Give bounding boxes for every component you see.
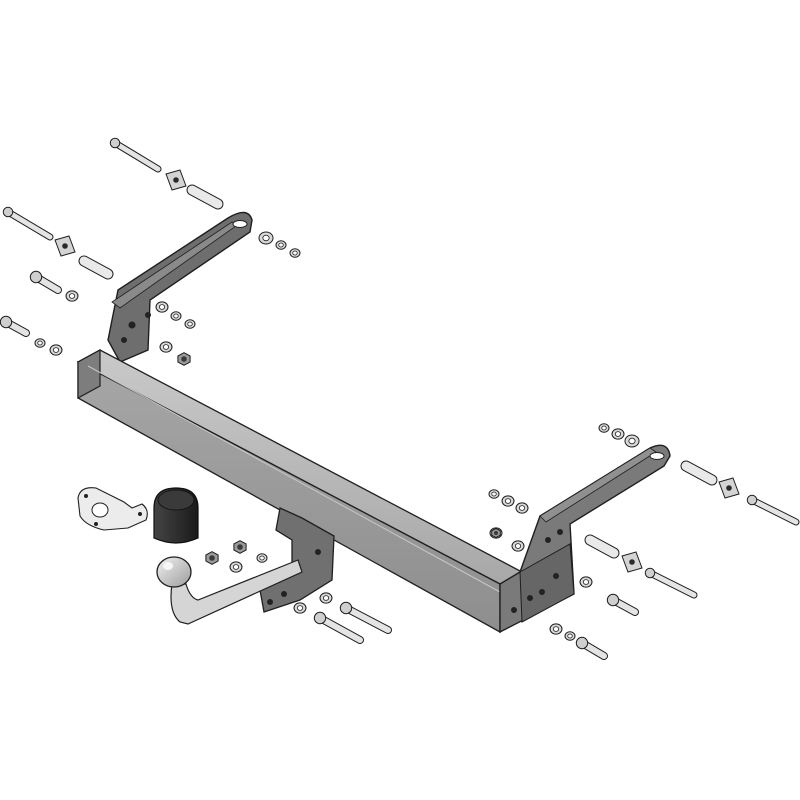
right-side-bracket (499, 444, 671, 634)
ball-neck (156, 556, 303, 625)
washer-hole (162, 344, 170, 350)
plate-hole (281, 591, 287, 597)
bracket-hole (557, 529, 563, 535)
long-bolt (313, 611, 364, 644)
washer-hole (322, 595, 330, 601)
bracket-hole (511, 607, 517, 613)
bracket-hole (145, 312, 151, 318)
washer-hole (614, 431, 622, 437)
long-bolt (339, 601, 392, 634)
hex-nut-hole (181, 356, 187, 362)
washer-hole (37, 340, 43, 346)
washer-hole (491, 491, 497, 497)
square-plate-hole (629, 559, 635, 565)
short-bolt (0, 315, 30, 337)
bracket-hole (545, 537, 551, 543)
spacer-sleeve (584, 534, 620, 559)
washer-hole (52, 347, 60, 353)
spacer-sleeve (680, 460, 718, 486)
washer-hole (262, 234, 270, 242)
bracket-hole (121, 337, 127, 343)
washer-hole (504, 498, 512, 504)
washer-hole (173, 313, 179, 319)
ball-cap (153, 487, 199, 544)
washer-hole (158, 304, 166, 310)
washer-hole (187, 321, 193, 327)
long-bolt (2, 206, 54, 241)
washer-hole (628, 437, 636, 445)
hex-nut-hole (494, 531, 498, 535)
left-side-bracket (107, 211, 253, 363)
washer-hole (296, 605, 304, 611)
washer-hole (292, 250, 298, 256)
bracket-hole (128, 321, 136, 329)
washer-hole (582, 579, 590, 585)
short-bolt (29, 270, 62, 294)
bracket-hole (553, 573, 559, 579)
hex-nut-hole (237, 544, 243, 550)
plate-hole (267, 599, 273, 605)
square-plate-hole (62, 243, 68, 249)
plate-hole (315, 549, 321, 555)
washer-hole (567, 633, 573, 639)
bracket-hole (539, 589, 545, 595)
spacer-sleeve (186, 184, 224, 210)
washer-hole (552, 626, 560, 632)
square-plate-hole (726, 485, 732, 491)
short-bolt (575, 636, 608, 660)
washer-hole (68, 293, 76, 299)
socket-plate (77, 487, 148, 531)
washer-hole (601, 425, 607, 431)
bracket-slot (232, 220, 248, 228)
fastener-group (0, 137, 800, 660)
washer-hole (514, 543, 522, 549)
long-bolt (109, 137, 162, 173)
washer-hole (259, 555, 265, 561)
short-bolt (606, 593, 639, 616)
long-bolt (644, 567, 698, 599)
washer-hole (278, 242, 284, 248)
bracket-hole (527, 595, 533, 601)
square-plate-hole (173, 177, 179, 183)
spacer-sleeve (78, 255, 114, 280)
washer-hole (518, 505, 526, 511)
long-bolt (746, 494, 800, 526)
bracket-slot (649, 452, 665, 460)
tow-ball (156, 556, 192, 588)
hex-nut-hole (209, 555, 215, 561)
washer-hole (232, 564, 240, 570)
